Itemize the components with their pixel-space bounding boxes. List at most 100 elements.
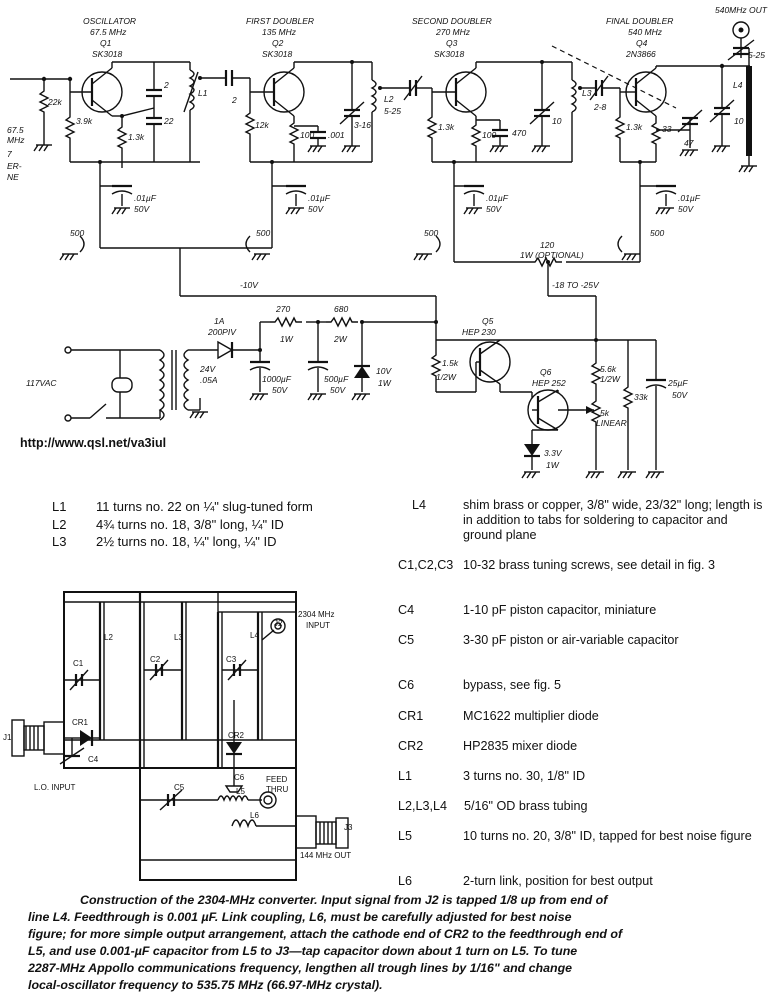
svg-text:LINEAR: LINEAR (596, 418, 627, 428)
part-row: L4 shim brass or copper, 3/8" wide, 23/3… (412, 498, 763, 542)
caption-line: L5, and use 0.001-µF capacitor from L5 t… (28, 944, 578, 958)
svg-text:1.3k: 1.3k (626, 122, 643, 132)
svg-text:-10V: -10V (240, 280, 259, 290)
svg-text:L2: L2 (104, 633, 113, 642)
svg-text:33: 33 (662, 124, 672, 134)
svg-text:C4: C4 (88, 755, 99, 764)
svg-text:L4: L4 (733, 80, 743, 90)
svg-text:C6: C6 (234, 773, 245, 782)
svg-text:L6: L6 (250, 811, 259, 820)
svg-text:50V: 50V (308, 204, 324, 214)
part-row: CR1 MC1622 multiplier diode (398, 709, 599, 723)
stage-4-ref: Q4 (636, 38, 648, 48)
svg-text:50V: 50V (678, 204, 694, 214)
transistor-q4 (620, 67, 667, 117)
svg-text:25µF: 25µF (667, 378, 688, 388)
part-row: L6 2-turn link, position for best output (398, 874, 653, 888)
svg-text:Q6: Q6 (540, 367, 552, 377)
svg-text:Q5: Q5 (482, 316, 494, 326)
svg-text:L.O. INPUT: L.O. INPUT (34, 783, 75, 792)
transistor-q3 (432, 67, 487, 117)
stage-3-freq: 270 MHz (435, 27, 471, 37)
stage-4-name: FINAL DOUBLER (606, 16, 673, 26)
svg-text:12k: 12k (255, 120, 269, 130)
svg-text:500: 500 (70, 228, 84, 238)
svg-text:100: 100 (300, 130, 314, 140)
svg-text:270: 270 (275, 304, 290, 314)
svg-text:2-8: 2-8 (593, 102, 607, 112)
coil-row-l1: L1 11 turns no. 22 on ¼" slug-tuned form (52, 499, 313, 515)
svg-text:2304 MHz: 2304 MHz (298, 610, 334, 619)
coil-row-l3: L3 2½ turns no. 18, ¼" long, ¼" ID (52, 534, 277, 550)
svg-text:22k: 22k (47, 97, 62, 107)
stage-3-part: SK3018 (434, 49, 465, 59)
cut-text-3: NE (7, 172, 19, 182)
svg-text:C3: C3 (226, 655, 237, 664)
part-row: C4 1-10 pF piston capacitor, miniature (398, 603, 657, 617)
svg-text:5k: 5k (600, 408, 610, 418)
crystal-label-1: 67.5 (7, 125, 24, 135)
caption-line: line L4. Feedthrough is 0.001 µF. Link c… (28, 910, 572, 924)
svg-text:L3: L3 (174, 633, 183, 642)
svg-text:1/2W: 1/2W (600, 374, 621, 384)
svg-text:1.5k: 1.5k (442, 358, 459, 368)
svg-text:5-25: 5-25 (384, 106, 401, 116)
coil-table: L1 11 turns no. 22 on ¼" slug-tuned form… (52, 498, 313, 551)
svg-text:1W: 1W (280, 334, 294, 344)
svg-text:HEP 252: HEP 252 (532, 378, 566, 388)
svg-text:5-25: 5-25 (748, 50, 765, 60)
svg-text:50V: 50V (134, 204, 150, 214)
transistor-q2 (250, 67, 305, 117)
svg-text:5.6k: 5.6k (600, 364, 617, 374)
svg-text:200PIV: 200PIV (207, 327, 237, 337)
part-row: L5 10 turns no. 20, 3/8" ID, tapped for … (398, 829, 752, 843)
svg-text:.01µF: .01µF (486, 193, 509, 203)
figure-caption: Construction of the 2304-MHz converter. … (28, 892, 773, 994)
svg-text:1/2W: 1/2W (436, 372, 457, 382)
stage-1-name: OSCILLATOR (83, 16, 136, 26)
svg-text:C2: C2 (150, 655, 161, 664)
svg-text:10: 10 (734, 116, 744, 126)
part-row: L1 3 turns no. 30, 1/8" ID (398, 769, 586, 783)
svg-text:1W: 1W (546, 460, 560, 470)
caption-line: figure; for more simple output arrangeme… (28, 927, 623, 941)
svg-text:10V: 10V (376, 366, 392, 376)
svg-text:50V: 50V (330, 385, 346, 395)
part-row: CR2 HP2835 mixer diode (398, 739, 578, 753)
svg-text:50V: 50V (486, 204, 502, 214)
svg-text:1W (OPTIONAL): 1W (OPTIONAL) (520, 250, 584, 260)
svg-text:1.3k: 1.3k (438, 122, 455, 132)
svg-text:HEP 230: HEP 230 (462, 327, 496, 337)
layout-diagram: L2 L3 L4 J2 2304 MHz INPUT C1 C2 C3 CR1 … (3, 591, 353, 881)
source-url: http://www.qsl.net/va3iul (20, 436, 167, 450)
svg-text:1A: 1A (214, 316, 225, 326)
svg-text:J2: J2 (274, 619, 283, 628)
svg-text:3.3V: 3.3V (544, 448, 563, 458)
svg-text:50V: 50V (272, 385, 288, 395)
svg-text:CR2: CR2 (228, 731, 245, 740)
svg-text:500µF: 500µF (324, 374, 349, 384)
svg-text:L1: L1 (198, 88, 208, 98)
svg-text:500: 500 (650, 228, 664, 238)
svg-text:1000µF: 1000µF (262, 374, 292, 384)
svg-text:.01µF: .01µF (678, 193, 701, 203)
component-labels: 67.5 MHz 7 ER- NE 22k 3.9k 1.3k 2 22 L1 … (7, 50, 765, 470)
cut-text-2: ER- (7, 161, 22, 171)
svg-text:3.9k: 3.9k (76, 116, 93, 126)
svg-text:.01µF: .01µF (308, 193, 331, 203)
svg-text:INPUT: INPUT (306, 621, 330, 630)
stage-2-part: SK3018 (262, 49, 293, 59)
svg-text:3-16: 3-16 (354, 120, 371, 130)
caption-line: local-oscillator frequency to 535.75 MHz… (28, 978, 383, 992)
svg-text:1.3k: 1.3k (128, 132, 145, 142)
output-label: 540MHz OUT (715, 5, 768, 15)
stage-2-ref: Q2 (272, 38, 284, 48)
svg-text:500: 500 (424, 228, 438, 238)
svg-text:2: 2 (163, 80, 169, 90)
svg-text:L3: L3 (582, 88, 592, 98)
svg-text:CR1: CR1 (72, 718, 89, 727)
svg-text:47: 47 (684, 138, 694, 148)
stage-3-ref: Q3 (446, 38, 458, 48)
svg-text:L4: L4 (250, 631, 259, 640)
